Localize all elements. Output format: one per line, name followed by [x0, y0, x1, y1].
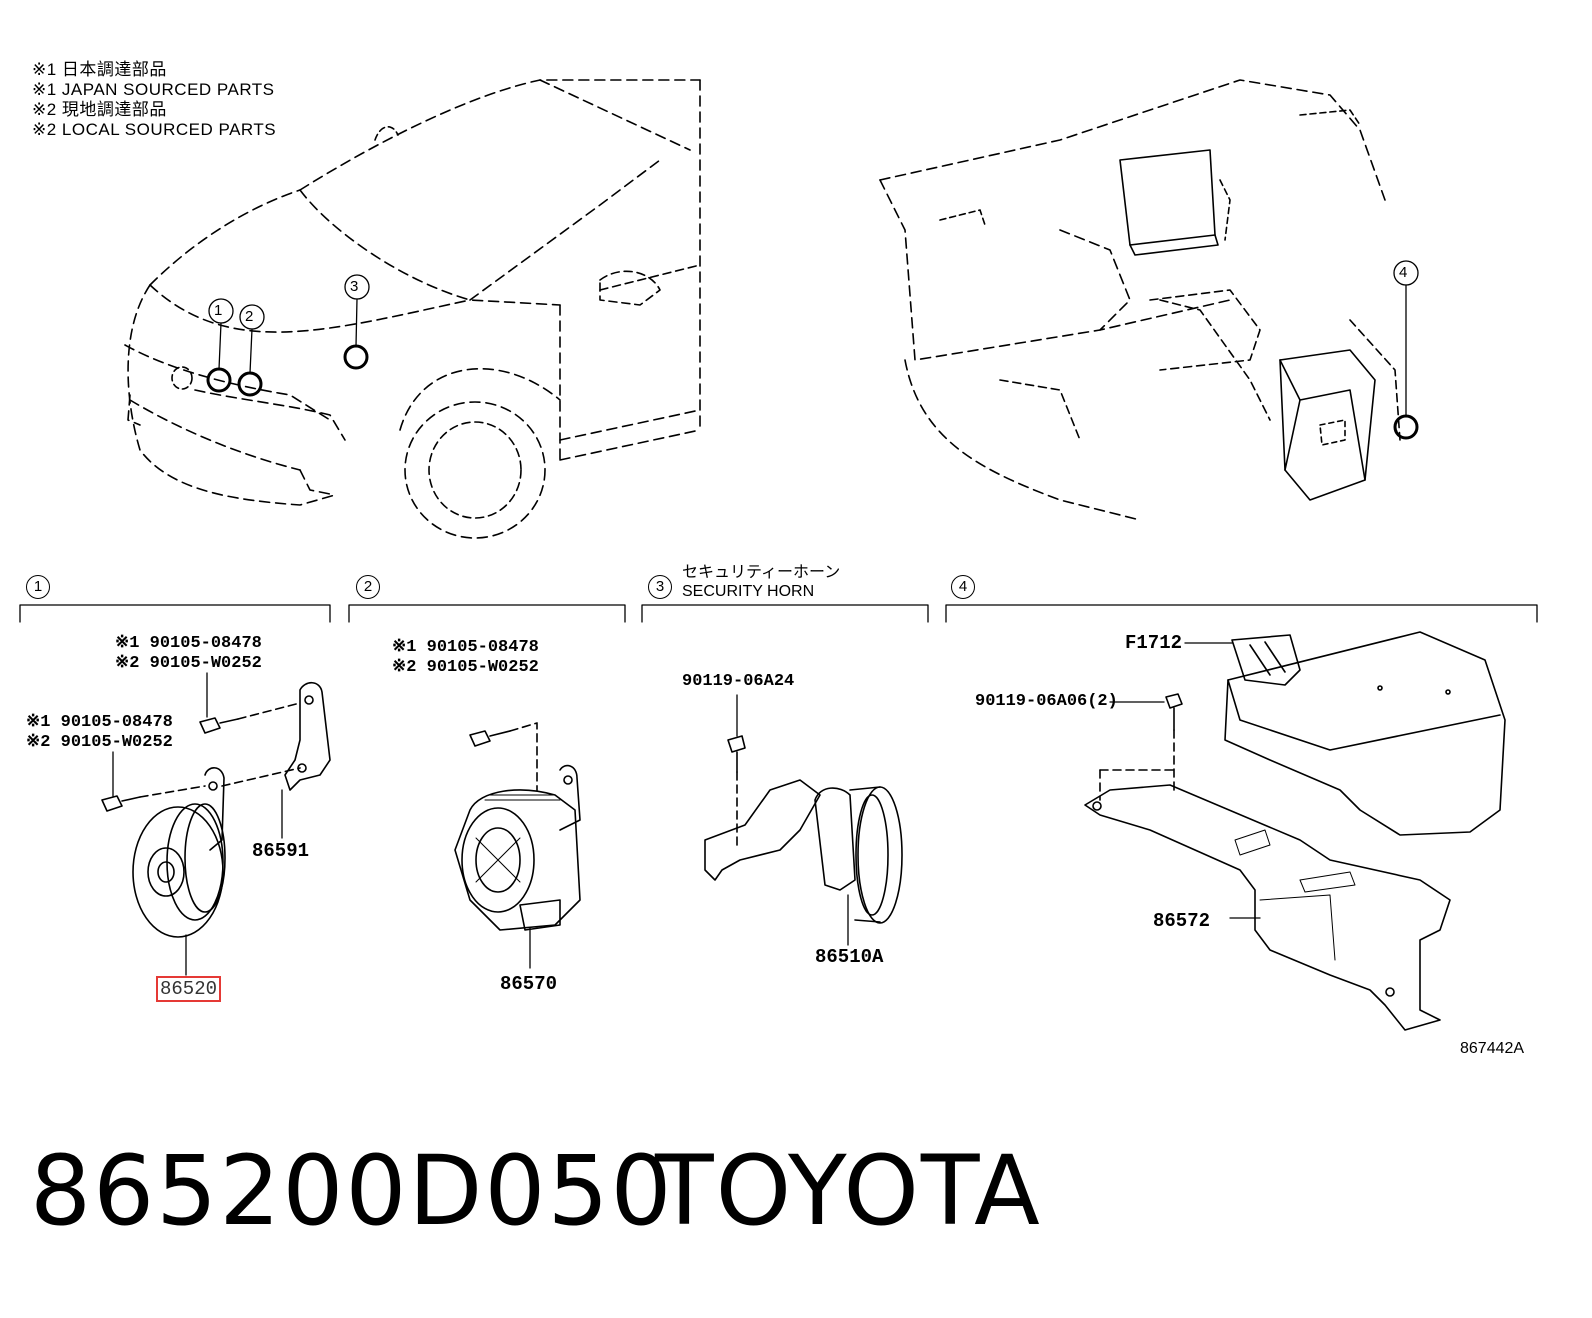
legend-line-2: ※1 JAPAN SOURCED PARTS — [32, 80, 275, 99]
section3-artwork — [704, 694, 903, 946]
section1-bracket-label: 86591 — [252, 840, 310, 862]
section1-horn-label-highlighted: 86520 — [156, 976, 222, 1002]
section2-artwork — [454, 722, 581, 969]
section1-artwork — [101, 672, 331, 976]
section2-horn-label: 86570 — [500, 973, 558, 995]
footer-brand: TOYOTA — [655, 1135, 1042, 1247]
section2-bolt-label: ※1 90105-08478 ※2 90105-W0252 — [392, 638, 539, 678]
section-2-number: 2 — [356, 575, 380, 599]
overview-callout-2: 2 — [245, 308, 254, 325]
interior-illustration — [879, 79, 1401, 521]
overview-callout-3: 3 — [350, 278, 359, 295]
section4-artwork — [1084, 631, 1506, 1031]
section4-connector-label: F1712 — [1125, 632, 1183, 654]
legend-line-4: ※2 LOCAL SOURCED PARTS — [32, 120, 277, 139]
section1-bolt-left-label: ※1 90105-08478 ※2 90105-W0252 — [26, 713, 173, 753]
section4-bolt-label: 90119-06A06(2) — [975, 692, 1118, 711]
section1-bolt-left-line-2: ※2 90105-W0252 — [26, 733, 173, 752]
section2-bolt-line-1: ※1 90105-08478 — [392, 638, 539, 657]
overview-callout-4: 4 — [1399, 264, 1408, 281]
overview-callout-rings — [206, 344, 1419, 440]
car-front-illustration — [124, 79, 701, 539]
overview-callout-leaders — [208, 260, 1419, 417]
section1-bolt-top-label: ※1 90105-08478 ※2 90105-W0252 — [115, 634, 262, 674]
section-divider-lines — [19, 604, 1538, 623]
legend-line-3: ※2 現地調達部品 — [32, 100, 167, 119]
section1-bolt-top-line-2: ※2 90105-W0252 — [115, 654, 262, 673]
section4-bracket-label: 86572 — [1153, 910, 1211, 932]
section1-bolt-top-line-1: ※1 90105-08478 — [115, 634, 262, 653]
diagram-code: 867442A — [1460, 1040, 1525, 1057]
legend: ※1 日本調達部品 ※1 JAPAN SOURCED PARTS ※2 現地調達… — [32, 60, 276, 140]
section-3-number: 3 — [648, 575, 672, 599]
section3-horn-label: 86510A — [815, 946, 884, 968]
section-3-title-jp: セキュリティーホーン — [682, 564, 841, 581]
section-3-title-en: SECURITY HORN — [682, 583, 815, 600]
section-1-number: 1 — [26, 575, 50, 599]
section2-bolt-line-2: ※2 90105-W0252 — [392, 658, 539, 677]
section-4-number: 4 — [951, 575, 975, 599]
overview-callout-1: 1 — [214, 302, 223, 319]
section-3-title: セキュリティーホーン SECURITY HORN — [682, 563, 840, 601]
section1-bolt-left-line-1: ※1 90105-08478 — [26, 713, 173, 732]
section3-bolt-label: 90119-06A24 — [682, 672, 795, 691]
footer-part-number: 865200D050 — [30, 1135, 674, 1247]
legend-line-1: ※1 日本調達部品 — [32, 60, 167, 79]
